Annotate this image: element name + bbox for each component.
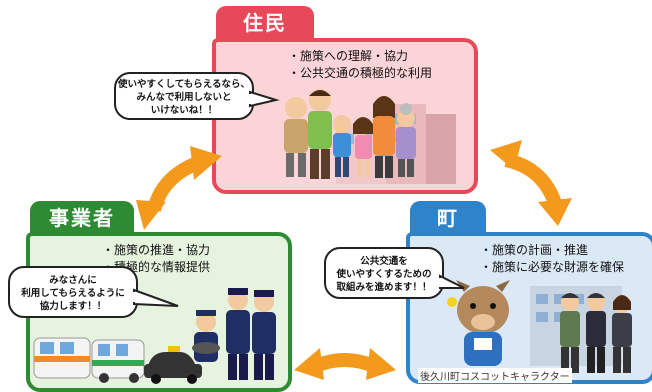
residents-speech-line-1: 使いやすくしてもらえるなら、 [118, 79, 250, 90]
town-title-tab: 町 [410, 201, 486, 235]
residents-speech-line-2: みんなで利用しないと [136, 92, 232, 103]
residents-speech-tail [247, 90, 280, 108]
town-title: 町 [437, 206, 459, 230]
residents-bullet-1: ・施策への理解・協力 [288, 49, 409, 63]
arrow-residents-town [490, 140, 572, 226]
residents-family-illustration [284, 89, 416, 179]
operators-speech-tail [131, 288, 179, 307]
operators-speech-bubble: みなさんに 利用してもらえるように 協力します！！ [8, 266, 138, 318]
operators-speech-line-2: 利用してもらえるように [21, 288, 125, 299]
residents-bullets: ・施策への理解・協力 ・公共交通の積極的な利用 [288, 48, 432, 82]
town-speech-bubble: 公共交通を 使いやすくするための 取組みを進めます！！ [324, 247, 444, 299]
residents-panel: ・施策への理解・協力 ・公共交通の積極的な利用 [212, 38, 478, 194]
operators-panel: ・施策の推進・協力 ・積極的な情報提供 [26, 232, 292, 392]
residents-bullet-2: ・公共交通の積極的な利用 [288, 66, 433, 80]
town-panel: ・施策の計画・推進 ・施策に必要な財源を確保 [406, 232, 652, 384]
arrow-residents-operators [136, 146, 222, 230]
operators-bullet-1: ・施策の推進・協力 [102, 243, 211, 257]
town-staff-illustration [560, 293, 632, 373]
town-speech-line-1: 公共交通を [360, 256, 408, 267]
residents-title: 住民 [243, 11, 287, 35]
operators-speech-line-3: 協力します！！ [39, 301, 107, 312]
operators-speech-line-1: みなさんに [49, 275, 97, 286]
residents-speech-bubble: 使いやすくしてもらえるなら、 みんなで利用しないと いけないね！！ [114, 72, 254, 120]
residents-speech-line-3: いけないね！！ [150, 105, 218, 116]
town-speech-tail [437, 274, 465, 289]
operators-vehicles-illustration [33, 288, 276, 384]
operators-title: 事業者 [49, 206, 115, 230]
town-mascot-illustration [447, 280, 510, 366]
town-speech-line-2: 使いやすくするための [336, 269, 432, 280]
town-speech-line-3: 取組みを進めます！！ [336, 282, 432, 293]
town-mascot-caption: 後久川町コスコットキャラクター [418, 368, 572, 383]
town-bullet-2: ・施策に必要な財源を確保 [480, 260, 625, 274]
arrow-operators-town [294, 348, 396, 380]
town-bullet-1: ・施策の計画・推進 [480, 243, 589, 257]
operators-title-tab: 事業者 [30, 201, 134, 235]
residents-title-tab: 住民 [216, 6, 314, 40]
town-bullets: ・施策の計画・推進 ・施策に必要な財源を確保 [480, 242, 624, 276]
